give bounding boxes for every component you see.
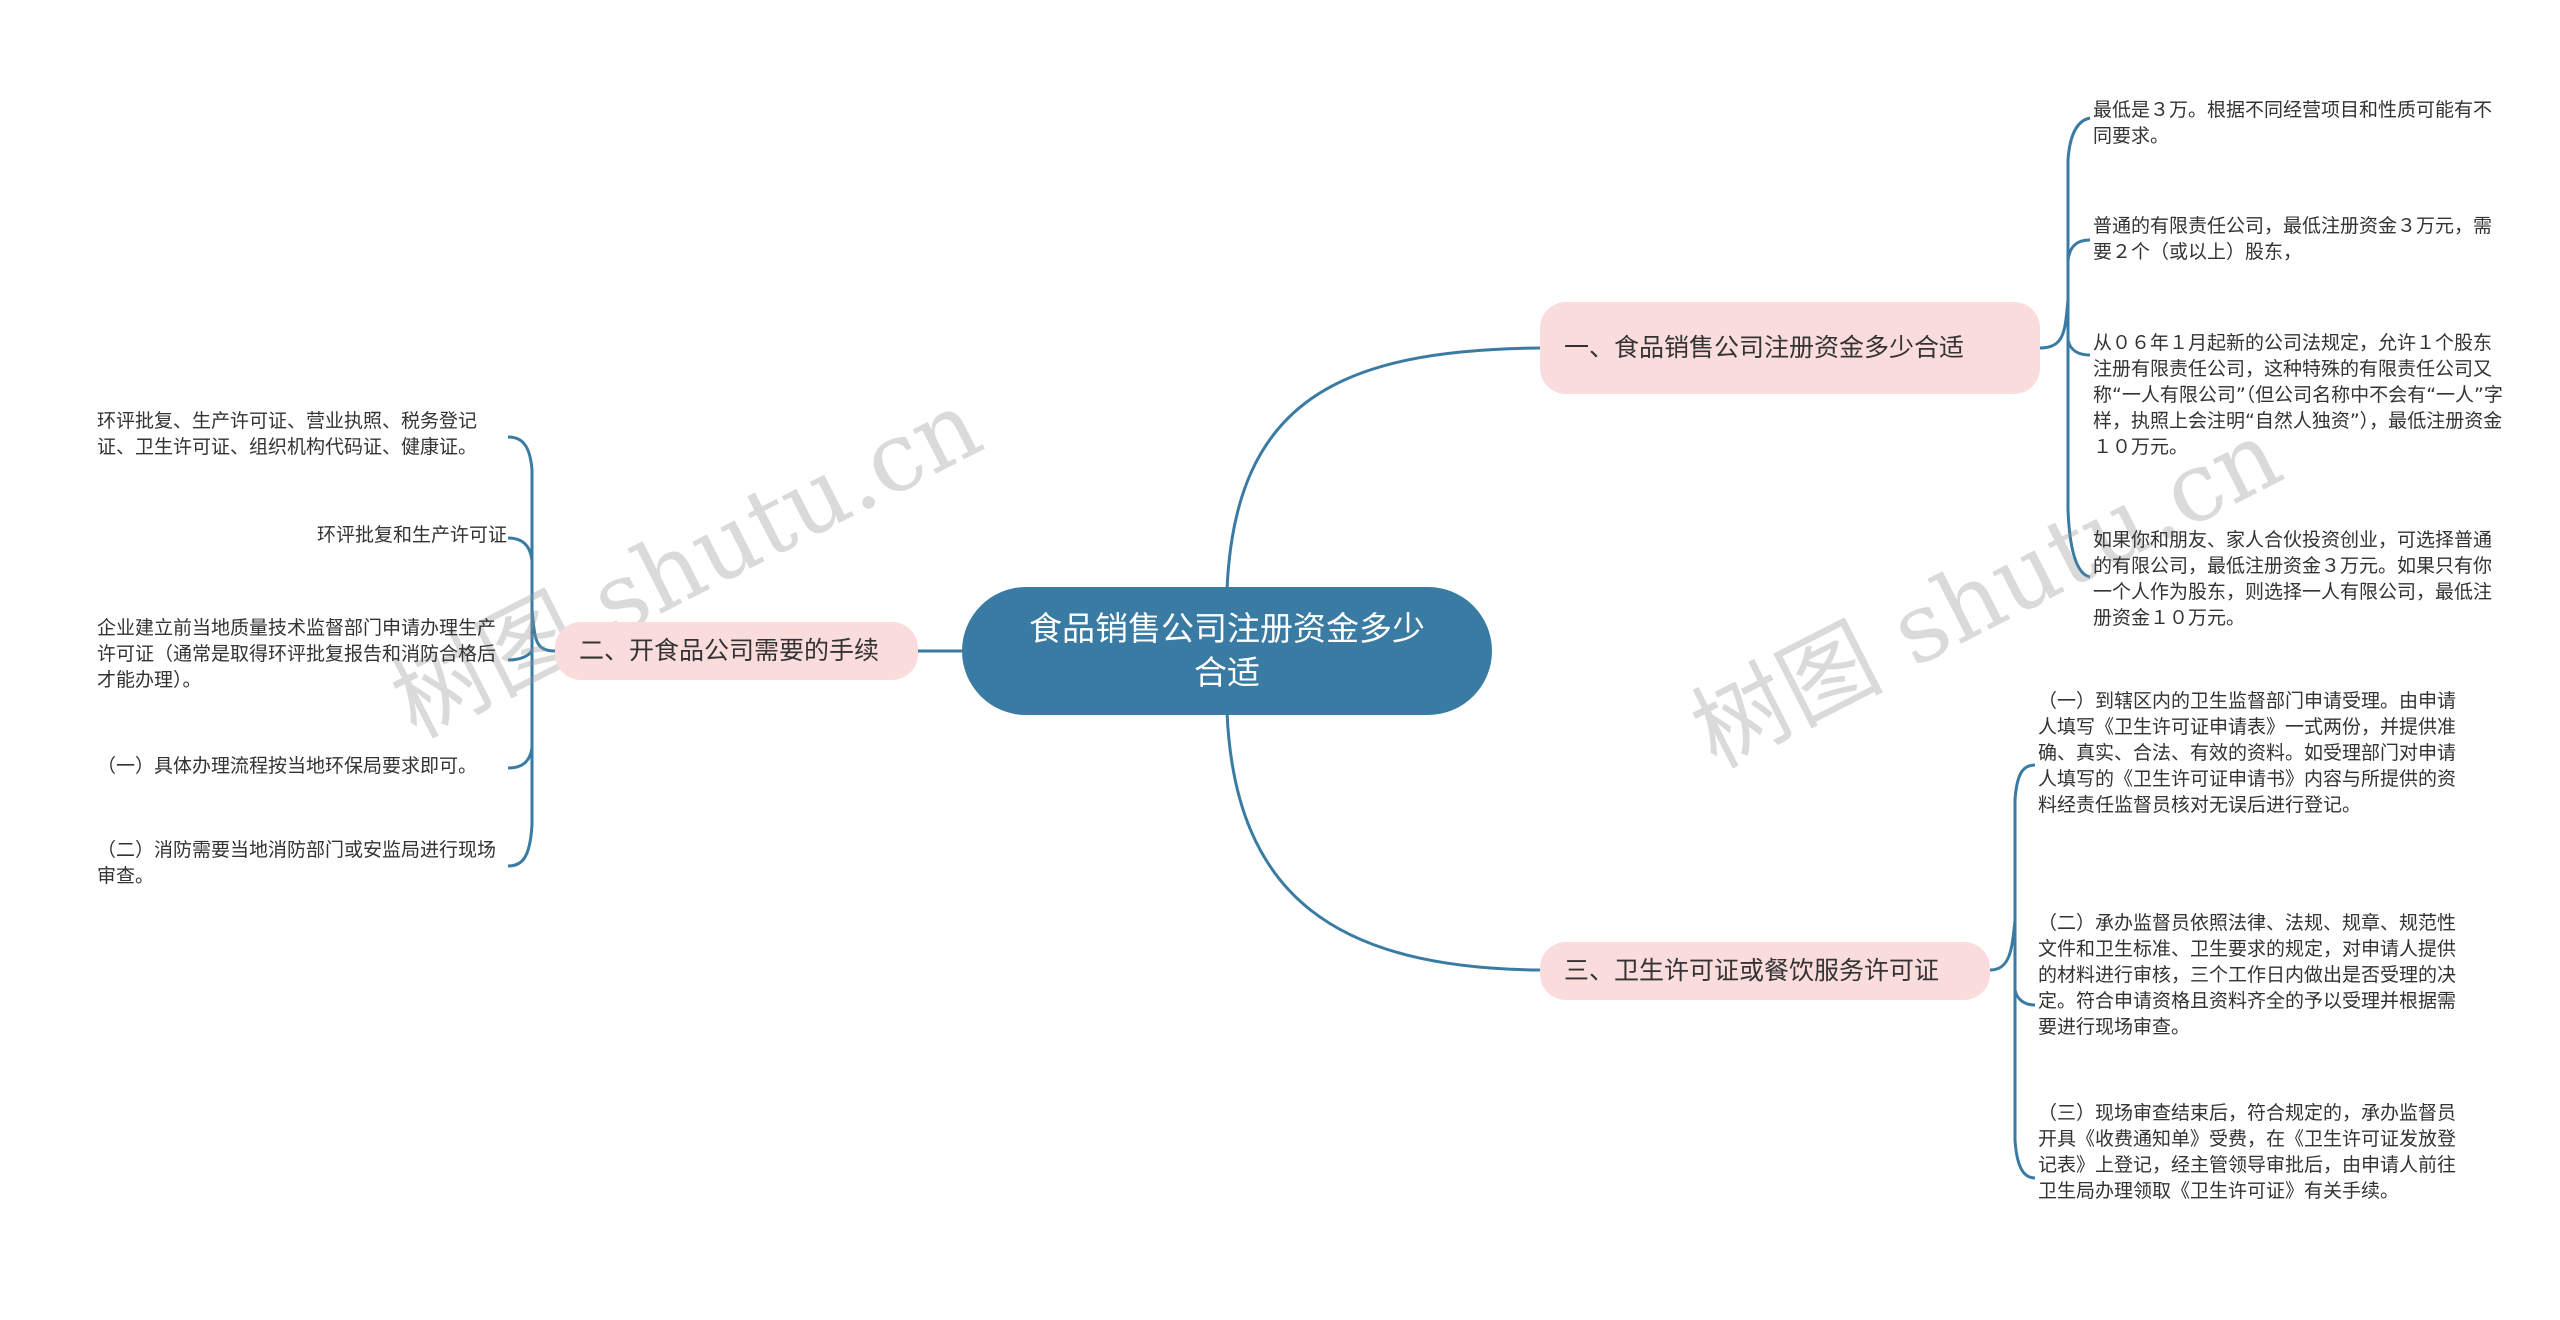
edge-b3-l2: [2013, 989, 2036, 1007]
leaf-node: （三）现场审查结束后，符合规定的，承办监督员开具《收费通知单》受费，在《卫生许可…: [2038, 1102, 2457, 1202]
edge-b2-l4: [507, 747, 534, 770]
edge-b1-l3: [2066, 339, 2091, 357]
branch-title: 一、食品销售公司注册资金多少合适: [1564, 333, 1965, 362]
edge-branch3-bracket: [1989, 763, 2036, 972]
leaf-node: 从０６年１月起新的公司法规定，允许１个股东注册有限责任公司，这种特殊的有限责任公…: [2093, 332, 2503, 458]
leaf-node: 如果你和朋友、家人合伙投资创业，可选择普通的有限公司，最低注册资金３万元。如果只…: [2093, 529, 2493, 629]
edge-b2-l2: [507, 536, 534, 561]
leaf-node: （二）承办监督员依照法律、法规、规章、规范性文件和卫生标准、卫生要求的规定，对申…: [2038, 912, 2457, 1038]
edge-b1-l2: [2066, 238, 2091, 261]
branch-title: 三、卫生许可证或餐饮服务许可证: [1564, 956, 1940, 985]
branch-title: 二、开食品公司需要的手续: [579, 636, 880, 665]
leaf-node: 普通的有限责任公司，最低注册资金３万元，需要２个（或以上）股东，: [2093, 215, 2493, 263]
edge-branch1-bracket: [2039, 116, 2091, 350]
edge-branch3-bracket-b: [2013, 920, 2036, 1180]
edge-branch2-bracket-b: [507, 610, 534, 868]
branch-node-2[interactable]: 二、开食品公司需要的手续: [555, 622, 918, 680]
leaf-node: （一）具体办理流程按当地环保局要求即可。: [97, 755, 478, 777]
leaf-node: （一）到辖区内的卫生监督部门申请受理。由申请人填写《卫生许可证申请表》一式两份，…: [2038, 690, 2457, 816]
leaf-node: 环评批复和生产许可证: [316, 524, 507, 546]
edge-branch1-bracket-b: [2066, 300, 2091, 579]
edge-b2-l3: [507, 649, 534, 662]
edge-branch2-bracket: [507, 435, 556, 653]
edge-root-branch1: [1225, 346, 1541, 591]
root-title: 食品销售公司注册资金多少合适: [1029, 609, 1425, 692]
leaf-node: 最低是３万。根据不同经营项目和性质可能有不同要求。: [2093, 99, 2493, 147]
root-node[interactable]: 食品销售公司注册资金多少合适: [962, 587, 1492, 715]
leaf-node: （二）消防需要当地消防部门或安监局进行现场审查。: [97, 839, 497, 887]
branch-node-1[interactable]: 一、食品销售公司注册资金多少合适: [1540, 302, 2040, 394]
leaf-node: 环评批复、生产许可证、营业执照、税务登记证、卫生许可证、组织机构代码证、健康证。: [97, 410, 478, 458]
branch-node-3[interactable]: 三、卫生许可证或餐饮服务许可证: [1540, 942, 1990, 1000]
leaf-node: 企业建立前当地质量技术监督部门申请办理生产许可证（通常是取得环评批复报告和消防合…: [97, 617, 497, 691]
edge-root-branch3: [1225, 711, 1541, 972]
